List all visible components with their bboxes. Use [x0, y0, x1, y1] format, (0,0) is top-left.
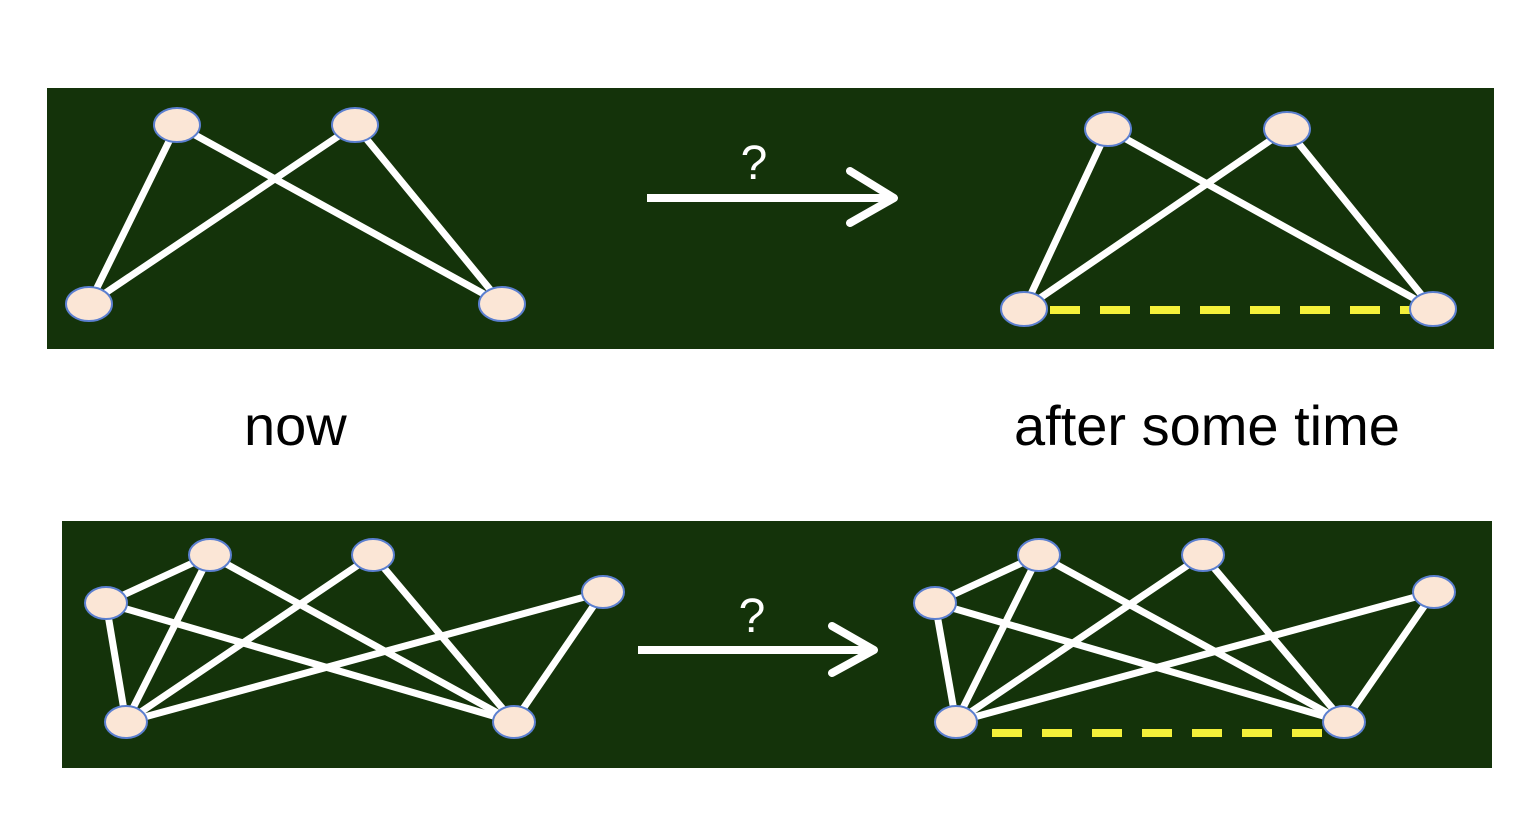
bottom-example-diagram: ? [84, 538, 1456, 739]
nodes-now-top [65, 107, 526, 322]
edge-b-f [952, 551, 1207, 726]
node-b [1263, 111, 1311, 147]
node-e [84, 586, 128, 620]
node-c [1412, 575, 1456, 609]
edge-c-f [122, 588, 607, 726]
nodes-later-top [1000, 111, 1457, 327]
edge-e-d [102, 599, 518, 726]
graph-now-top [65, 107, 526, 322]
caption-after-some-time: after some time [1014, 394, 1400, 457]
node-d [1322, 705, 1366, 739]
graph-later-top [1000, 111, 1457, 327]
node-d [1409, 291, 1457, 327]
edge-c-d [510, 588, 607, 726]
edge-a-f [122, 551, 214, 726]
edge-c-f [952, 588, 1438, 726]
node-f [934, 705, 978, 739]
node-a [188, 538, 232, 572]
bottom-example-panel: ? [62, 521, 1492, 768]
edge-a-c [1035, 551, 1348, 726]
node-d [492, 705, 536, 739]
transition-arrow-bottom: ? [638, 590, 878, 677]
node-c [581, 575, 625, 609]
top-example-diagram: ? [65, 107, 1457, 327]
node-e [913, 586, 957, 620]
edge-c-d [1340, 588, 1438, 726]
question-mark: ? [741, 137, 768, 190]
top-example-panel: ? [47, 88, 1494, 349]
node-c [1000, 291, 1048, 327]
question-mark: ? [739, 590, 766, 643]
edges-later-bottom [931, 551, 1438, 726]
node-a [1017, 538, 1061, 572]
edge-b-c [1020, 125, 1291, 313]
caption-now: now [244, 394, 347, 457]
node-f [104, 705, 148, 739]
edge-a-c [1020, 125, 1112, 313]
node-a [1084, 111, 1132, 147]
edge-a-c [206, 551, 518, 726]
node-d [478, 286, 526, 322]
node-a [153, 107, 201, 143]
graph-now-bottom [84, 538, 625, 739]
edge-b-d [351, 121, 506, 308]
edge-a-d [1104, 125, 1437, 313]
edge-a-d [173, 121, 506, 308]
node-b [331, 107, 379, 143]
edge-e-d [931, 599, 1348, 726]
edge-e-f [102, 599, 130, 726]
edge-b-f [122, 551, 377, 726]
transition-arrow-top: ? [647, 137, 898, 227]
nodes-later-bottom [913, 538, 1456, 739]
edges-now-top [85, 121, 506, 308]
edge-b-c [85, 121, 359, 308]
edge-a-c [85, 121, 181, 308]
edges-now-bottom [102, 551, 607, 726]
edges-later-top [1020, 125, 1437, 313]
arrow-head [828, 622, 878, 677]
edge-a-f [952, 551, 1043, 726]
graph-later-bottom [913, 538, 1456, 739]
edge-e-f [931, 599, 960, 726]
node-b [351, 538, 395, 572]
nodes-now-bottom [84, 538, 625, 739]
node-b [1181, 538, 1225, 572]
edge-b-d [1283, 125, 1437, 313]
arrow-head [846, 167, 898, 227]
node-c [65, 286, 113, 322]
